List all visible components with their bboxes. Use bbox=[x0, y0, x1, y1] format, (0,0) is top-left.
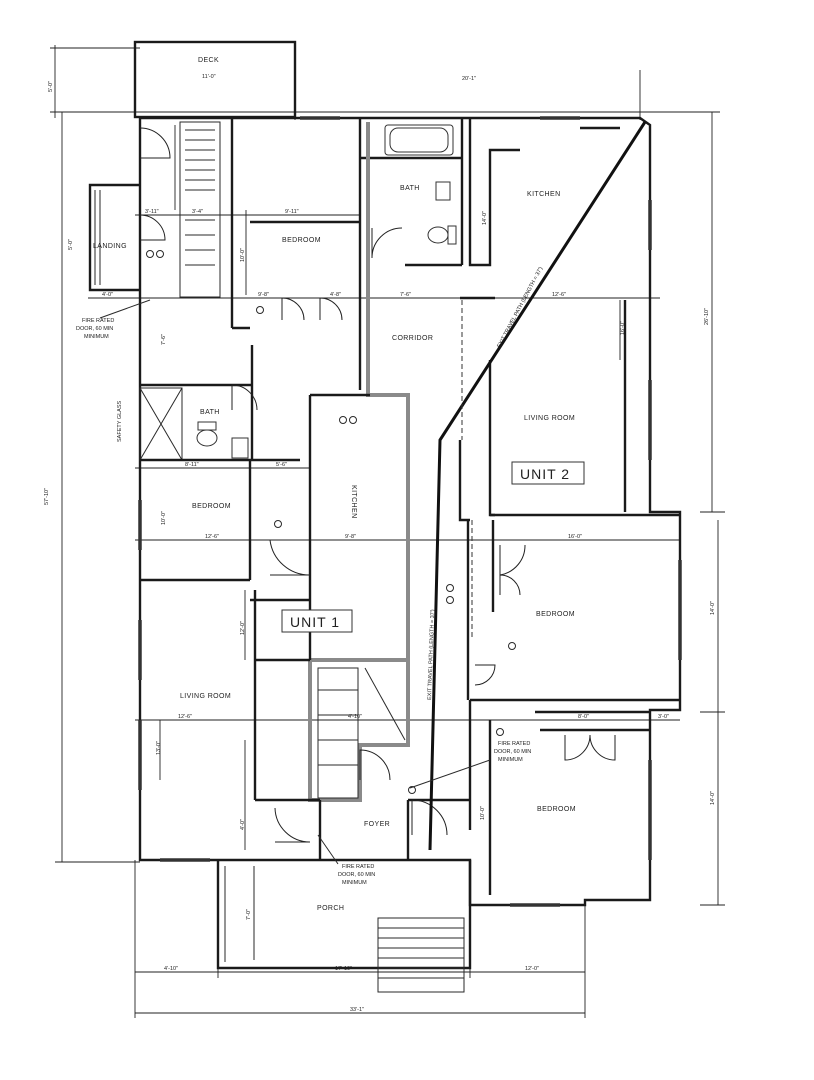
dimension-lines bbox=[50, 45, 725, 1018]
dim-stair-width: 3'-4" bbox=[192, 209, 203, 215]
unit1-box bbox=[281, 609, 353, 633]
dim-bed-mid-height: 12'-6" bbox=[205, 534, 219, 540]
dim-right-lower: 14'-0" bbox=[710, 791, 716, 805]
dim-kitchen2-width: 12'-6" bbox=[552, 292, 566, 298]
dim-landing-height: 5'-0" bbox=[68, 239, 74, 250]
doors bbox=[139, 127, 616, 843]
label-kitchen-u1: KITCHEN bbox=[350, 485, 357, 519]
unit2-box bbox=[511, 461, 585, 485]
smoke-detector-icons bbox=[146, 250, 516, 794]
note-fire-door-left-1: FIRE RATED bbox=[82, 318, 114, 324]
label-deck: DECK bbox=[198, 57, 219, 64]
label-bedroom-u2-mid: BEDROOM bbox=[536, 611, 575, 618]
dim-porch-height: 7'-0" bbox=[246, 909, 252, 920]
exit-travel-path bbox=[428, 121, 647, 851]
dim-right-upper: 26'-10" bbox=[704, 308, 710, 325]
note-fire-door-bottom-3: MINIMUM bbox=[342, 880, 367, 886]
label-corridor: CORRIDOR bbox=[392, 335, 433, 342]
dim-bed1-closet: 4'-8" bbox=[330, 292, 341, 298]
label-bath-top: BATH bbox=[400, 185, 420, 192]
porch-steps bbox=[377, 917, 465, 993]
dim-deck-width: 11'-0" bbox=[202, 74, 216, 80]
label-porch: PORCH bbox=[317, 905, 344, 912]
dim-overall-height: 57'-10" bbox=[44, 488, 50, 505]
unit-tags: UNIT 1 UNIT 2 bbox=[281, 461, 585, 633]
dim-bottom-a: 4'-10" bbox=[164, 966, 178, 972]
dim-bed2-width: 16'-0" bbox=[568, 534, 582, 540]
dim-top-right: 20'-1" bbox=[462, 76, 476, 82]
dim-stair1: 4'-10" bbox=[348, 714, 362, 720]
dim-deck-depth: 5'-0" bbox=[48, 81, 54, 92]
dim-bed1-door: 9'-8" bbox=[258, 292, 269, 298]
note-fire-door-left-2: DOOR, 60 MIN bbox=[76, 326, 113, 332]
note-fire-door-bottom-2: DOOR, 60 MIN bbox=[338, 872, 375, 878]
dim-bath-width: 7'-6" bbox=[400, 292, 411, 298]
dim-bed-mid-closet: 5'-6" bbox=[276, 462, 287, 468]
label-bedroom-u1-mid: BEDROOM bbox=[192, 503, 231, 510]
dim-living1-width: 12'-6" bbox=[178, 714, 192, 720]
dim-bed3-height: 10'-0" bbox=[480, 806, 486, 820]
label-kitchen-u2: KITCHEN bbox=[527, 191, 561, 198]
label-bedroom-u1-top: BEDROOM bbox=[282, 237, 321, 244]
dim-landing-bottom: 4'-0" bbox=[102, 292, 113, 298]
dim-bed-mid-lower: 10'-0" bbox=[161, 511, 167, 525]
walls bbox=[88, 40, 682, 993]
label-foyer: FOYER bbox=[364, 821, 390, 828]
note-fire-door-right-3: MINIMUM bbox=[498, 757, 523, 763]
label-bedroom-u2-bottom: BEDROOM bbox=[537, 806, 576, 813]
dim-living2-height: 16'-0" bbox=[620, 321, 626, 335]
dim-right-mid: 14'-0" bbox=[710, 601, 716, 615]
label-safety-glass: SAFETY GLASS bbox=[117, 401, 123, 442]
dim-overall-width: 33'-1" bbox=[350, 1007, 364, 1013]
dim-hall-height: 7'-6" bbox=[161, 334, 167, 345]
dim-kitchen1-width: 9'-8" bbox=[345, 534, 356, 540]
room-labels: DECK LANDING BEDROOM BATH KITCHEN CORRID… bbox=[93, 57, 576, 912]
dim-bed-mid-width: 8'-11" bbox=[185, 462, 199, 468]
note-fire-door-right-2: DOOR, 60 MIN bbox=[494, 749, 531, 755]
dim-bottom-b: 17'-10" bbox=[335, 966, 352, 972]
dim-foyer-height: 4'-0" bbox=[240, 819, 246, 830]
label-landing: LANDING bbox=[93, 243, 127, 250]
note-fire-door-bottom-1: FIRE RATED bbox=[342, 864, 374, 870]
dim-living1-height2: 13'-0" bbox=[156, 741, 162, 755]
dim-landing-width: 3'-11" bbox=[145, 209, 159, 215]
dim-bed2b-width: 8'-0" bbox=[578, 714, 589, 720]
note-fire-door-left-3: MINIMUM bbox=[84, 334, 109, 340]
dim-bed1-height: 10'-0" bbox=[240, 248, 246, 262]
unit1-label: UNIT 1 bbox=[290, 614, 340, 630]
unit2-label: UNIT 2 bbox=[520, 466, 570, 482]
note-exit-path-lower: EXIT TRAVEL PATH (LENGTH = 37') bbox=[427, 609, 436, 700]
windows bbox=[138, 116, 682, 907]
label-living-u2: LIVING ROOM bbox=[524, 415, 575, 422]
label-bath-u1: BATH bbox=[200, 409, 220, 416]
dimension-labels: 11'-0" 5'-0" 20'-1" 57'-10" 26'-10" 14'-… bbox=[44, 74, 716, 1013]
note-exit-path-upper: EXIT TRAVEL PATH (LENGTH = 37') bbox=[496, 266, 544, 349]
dim-kitchen2-height: 14'-0" bbox=[482, 211, 488, 225]
dim-bottom-c: 12'-0" bbox=[525, 966, 539, 972]
dim-bed2b-closet: 3'-0" bbox=[658, 714, 669, 720]
dim-living1-height1: 12'-0" bbox=[240, 621, 246, 635]
dim-bed1-width: 9'-11" bbox=[285, 209, 299, 215]
label-living-u1: LIVING ROOM bbox=[180, 693, 231, 700]
note-fire-door-right-1: FIRE RATED bbox=[498, 741, 530, 747]
